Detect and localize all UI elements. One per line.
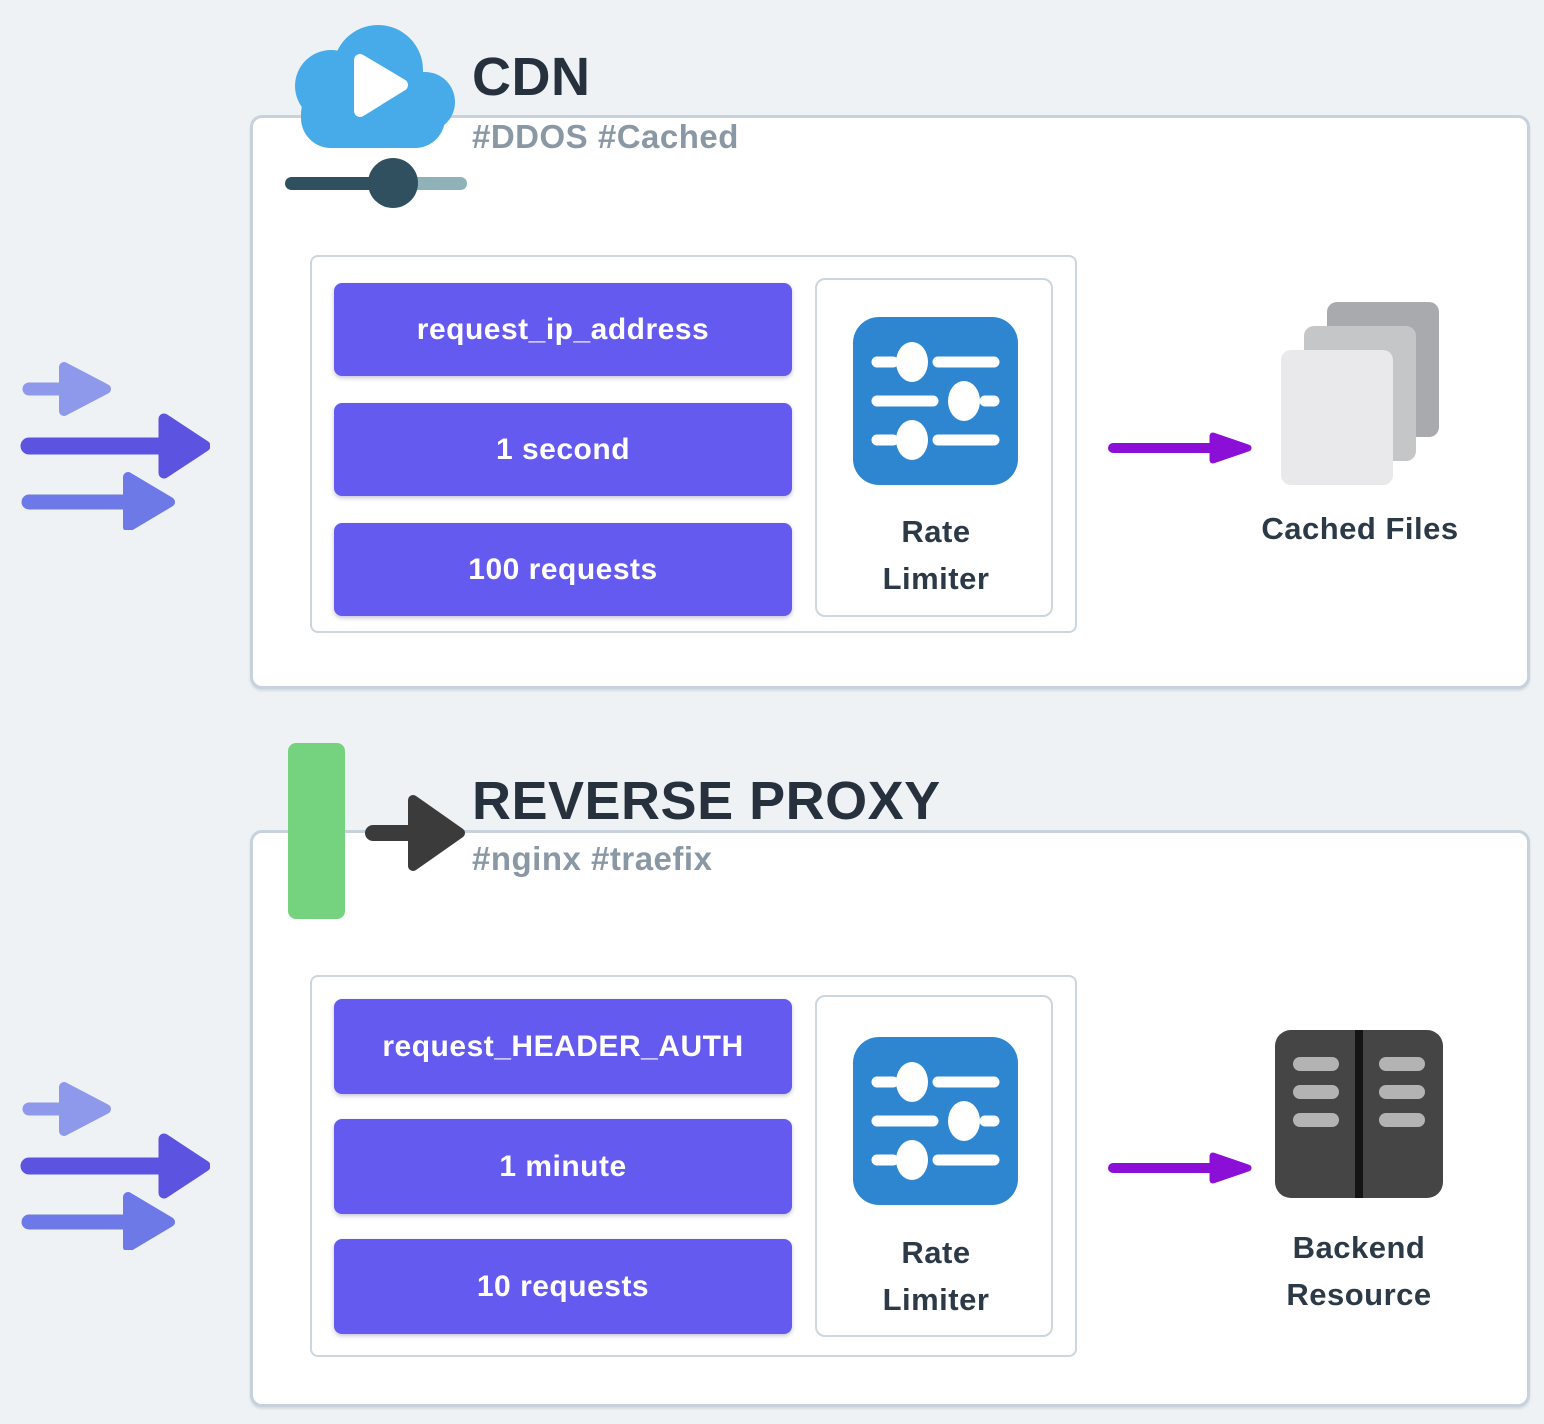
cached-files-label: Cached Files xyxy=(1261,511,1459,546)
incoming-requests-icon xyxy=(20,358,210,530)
cache-slider xyxy=(285,158,467,208)
cdn-param-window: 1 second xyxy=(334,403,792,496)
cdn-rate-limiter-card: Rate Limiter xyxy=(815,278,1053,617)
green-bar-icon xyxy=(288,743,345,919)
cdn-tags: #DDOS #Cached xyxy=(472,118,739,155)
proxy-arrow-icon xyxy=(363,790,466,875)
proxy-param-key: request_HEADER_AUTH xyxy=(334,999,792,1094)
rate-limiter-label: Rate Limiter xyxy=(882,514,990,596)
incoming-requests-icon xyxy=(20,1078,210,1250)
slider-thumb[interactable] xyxy=(368,158,418,208)
backend-resource-label: Backend Resource xyxy=(1286,1230,1432,1312)
sliders-icon xyxy=(853,317,1018,485)
flow-arrow-icon xyxy=(1108,432,1253,464)
proxy-rate-limiter-card: Rate Limiter xyxy=(815,995,1053,1337)
file-sheet-front xyxy=(1281,350,1393,485)
flow-arrow-icon xyxy=(1108,1152,1253,1184)
proxy-tags: #nginx #traefix xyxy=(472,840,713,877)
proxy-param-window: 1 minute xyxy=(334,1119,792,1214)
rate-limiter-label: Rate Limiter xyxy=(882,1235,990,1317)
cloud-play-icon xyxy=(283,18,461,150)
proxy-title: REVERSE PROXY xyxy=(472,771,941,831)
cdn-param-limit: 100 requests xyxy=(334,523,792,616)
proxy-param-limit: 10 requests xyxy=(334,1239,792,1334)
stacked-files-icon xyxy=(1275,298,1455,498)
sliders-icon xyxy=(853,1037,1018,1205)
server-icon xyxy=(1275,1030,1443,1198)
cdn-param-key: request_ip_address xyxy=(334,283,792,376)
cdn-title: CDN xyxy=(472,47,591,107)
